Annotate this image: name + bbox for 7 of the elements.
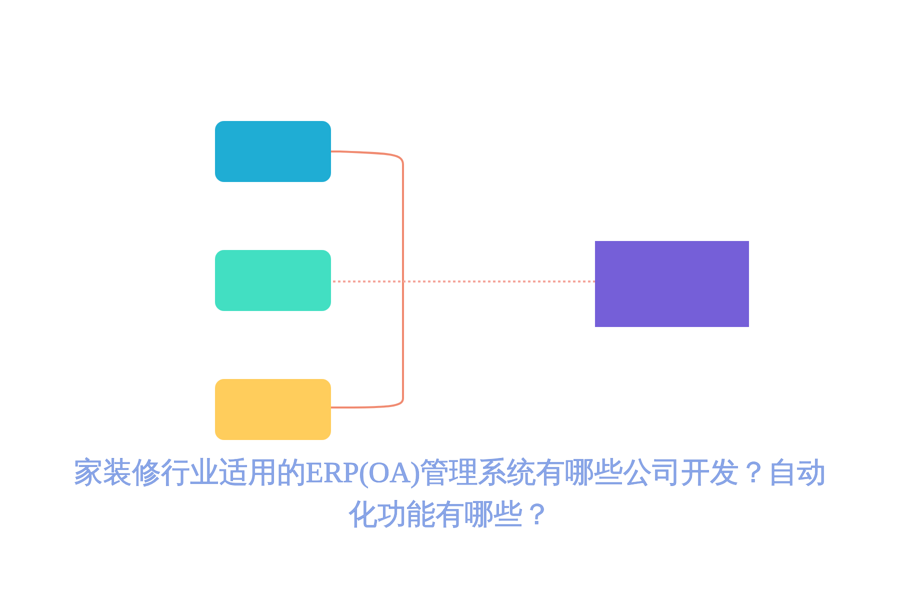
rounded-box <box>215 121 331 182</box>
dotted-line <box>333 280 595 282</box>
rounded-box <box>215 250 331 311</box>
rounded-box <box>215 379 331 440</box>
title: 家装修行业适用的ERP(OA)管理系统有哪些公司开发？自动化功能有哪些？ <box>72 456 828 533</box>
bracket-line <box>331 150 404 408</box>
box <box>595 241 749 327</box>
